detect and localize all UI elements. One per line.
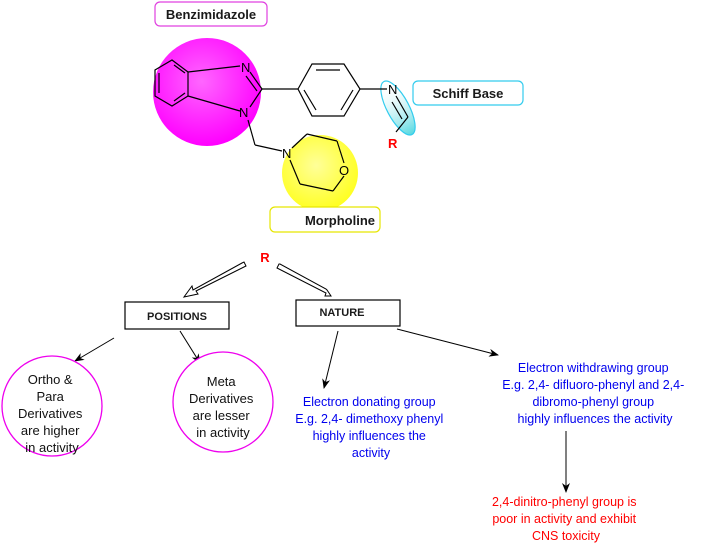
electron-withdrawing-line: highly influences the activity	[518, 412, 674, 426]
phenyl-ring	[297, 63, 361, 117]
hollow-arrow-to-positions	[182, 261, 247, 298]
ortho-para-line: Para	[36, 389, 64, 404]
molecule-structure: N N N R N O	[153, 1, 524, 233]
nature-box: NATURE	[295, 299, 401, 327]
toxicity-line: 2,4-dinitro-phenyl group is	[492, 495, 637, 509]
hollow-arrow-to-nature	[276, 263, 332, 297]
electron-donating-line: highly influences the	[313, 429, 426, 443]
imine-n-atom: N	[388, 82, 397, 97]
r-group-label: R	[388, 136, 398, 151]
svg-text:Meta Derivatives: Meta Derivatives are lesser in activity	[189, 374, 257, 440]
svg-text:2,4-dinitro-phenyl group is: 2,4-dinitro-phenyl group is poor in acti…	[492, 495, 640, 543]
electron-donating-node: Electron donating group E.g. 2,4- dimeth…	[295, 395, 446, 460]
imidazole-n1-atom: N	[239, 105, 248, 120]
electron-withdrawing-line: Electron withdrawing group	[518, 361, 669, 375]
toxicity-note: 2,4-dinitro-phenyl group is poor in acti…	[492, 495, 640, 543]
morpholine-n-atom: N	[282, 146, 291, 161]
meta-line: are lesser	[193, 408, 251, 423]
benzimidazole-label: Benzimidazole	[166, 7, 256, 22]
imidazole-n3-atom: N	[241, 60, 250, 75]
meta-line: Meta	[207, 374, 237, 389]
morpholine-tag: Morpholine	[269, 206, 381, 233]
imidazole-ring: N N	[187, 60, 263, 120]
morpholine-highlight	[282, 135, 358, 211]
ortho-para-node: Ortho & Para Derivatives are higher in a…	[1, 355, 103, 457]
sar-tree: R POSITIONS NATURE Ortho &	[1, 250, 688, 543]
ortho-para-line: in activity	[25, 440, 79, 455]
schiff-base-tag: Schiff Base	[412, 80, 524, 106]
electron-withdrawing-node: Electron withdrawing group E.g. 2,4- dif…	[502, 361, 688, 426]
schiff-base-highlight	[380, 80, 416, 136]
electron-donating-line: E.g. 2,4- dimethoxy phenyl	[295, 412, 443, 426]
svg-text:Electron withdrawing group: Electron withdrawing group E.g. 2,4- dif…	[502, 361, 688, 426]
electron-donating-line: activity	[352, 446, 391, 460]
morpholine-ring: O	[289, 133, 349, 192]
meta-line: Derivatives	[189, 391, 254, 406]
arrow-to-ortho-para	[74, 337, 115, 362]
schiff-base-label: Schiff Base	[433, 86, 504, 101]
nature-label: NATURE	[319, 307, 364, 319]
positions-box: POSITIONS	[124, 301, 230, 330]
toxicity-line: poor in activity and exhibit	[492, 512, 636, 526]
meta-node: Meta Derivatives are lesser in activity	[172, 351, 274, 453]
arrow-to-meta	[179, 330, 201, 364]
meta-line: in activity	[196, 425, 250, 440]
benzene-ring	[154, 59, 189, 107]
sar-root-r-label: R	[260, 250, 270, 265]
svg-text:Electron donating group: Electron donating group E.g. 2,4- dimeth…	[295, 395, 446, 460]
arrow-to-electron-withdrawing	[396, 328, 499, 357]
positions-label: POSITIONS	[147, 311, 207, 323]
benzimidazole-highlight	[153, 38, 261, 146]
electron-donating-line: Electron donating group	[303, 395, 436, 409]
ortho-para-line: Derivatives	[18, 406, 83, 421]
arrow-to-electron-donating	[322, 330, 339, 389]
electron-withdrawing-line: E.g. 2,4- difluoro-phenyl and 2,4-	[502, 378, 684, 392]
morpholine-o-atom: O	[339, 163, 349, 178]
ortho-para-line: are higher	[21, 423, 80, 438]
benzimidazole-tag: Benzimidazole	[154, 1, 268, 27]
ortho-para-line: Ortho &	[28, 372, 73, 387]
toxicity-line: CNS toxicity	[532, 529, 601, 543]
svg-text:Ortho & Para D: Ortho & Para Derivatives are higher in a…	[18, 372, 86, 455]
electron-withdrawing-line: dibromo-phenyl group	[532, 395, 654, 409]
morpholine-label: Morpholine	[305, 213, 375, 228]
